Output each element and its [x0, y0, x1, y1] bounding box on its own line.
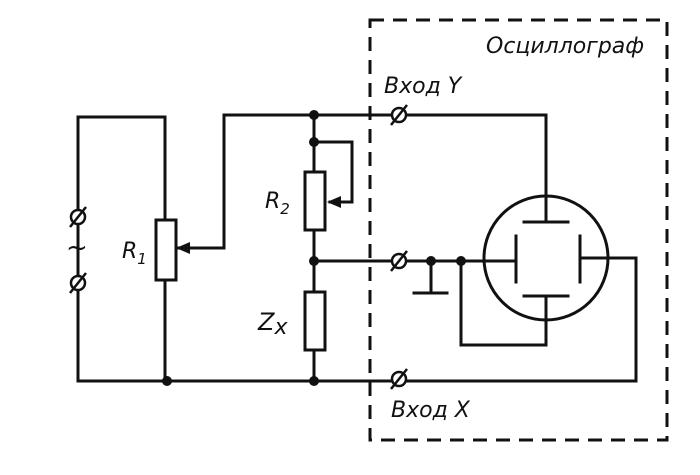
input-y-label: Вход Y — [384, 74, 463, 99]
source-wire — [76, 115, 167, 383]
ac-terminal-bottom-slash — [69, 272, 87, 294]
r1-label: R1 — [122, 239, 147, 268]
node-bottom-left — [162, 376, 172, 386]
r1-wiper-arrow — [176, 242, 190, 254]
input-x-label: Вход X — [391, 398, 471, 423]
middle-terminal-slash — [390, 250, 408, 272]
r1-resistor — [154, 218, 178, 282]
r2-label: R2 — [265, 189, 290, 218]
input-y-terminal-slash — [390, 104, 408, 126]
x-plate-wire — [578, 256, 638, 383]
r2-wiper-arrow — [327, 196, 341, 208]
zx-label: Zx — [257, 308, 288, 340]
r2-label-main: R — [265, 189, 280, 214]
r2-label-sub: 2 — [280, 200, 290, 218]
oscilloscope-boundary — [368, 18, 669, 442]
r1-label-main: R — [122, 239, 137, 264]
r1-wiper-wire — [176, 115, 226, 250]
zx-label-sub: x — [273, 315, 288, 340]
oscilloscope-title: Осциллограф — [486, 34, 644, 59]
input-x-terminal-slash — [390, 368, 408, 390]
ac-terminal-top-slash — [69, 206, 87, 228]
r1-label-sub: 1 — [137, 250, 147, 268]
node-bottom-mid — [309, 376, 319, 386]
zx-impedance — [303, 290, 327, 352]
zx-label-main: Z — [257, 308, 275, 336]
r2-resistor — [303, 170, 327, 232]
ac-source-symbol: ~ — [66, 233, 88, 263]
